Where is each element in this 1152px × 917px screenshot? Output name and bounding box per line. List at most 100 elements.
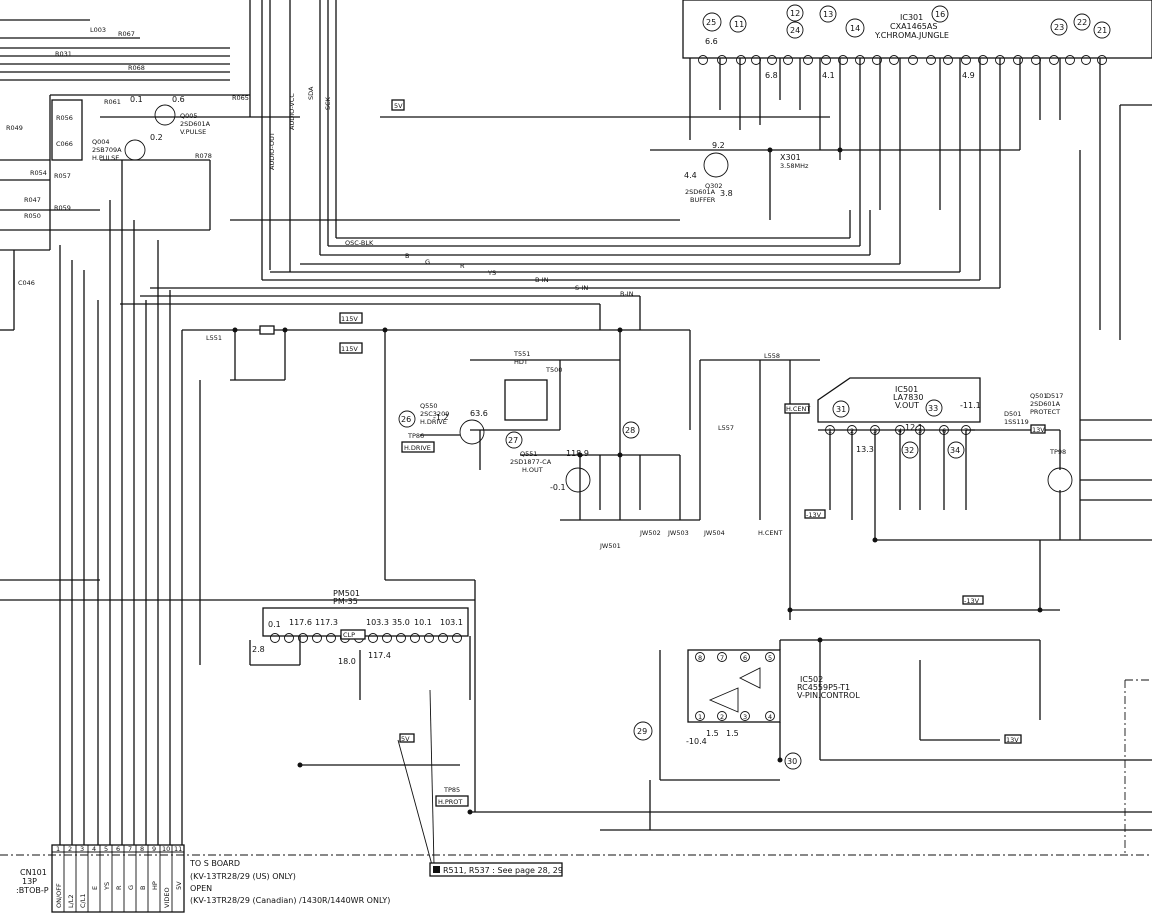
q005-part: 2SD601A: [180, 120, 211, 128]
audio-out-label: AUDIO-OUT: [268, 132, 276, 170]
svg-text:4.9: 4.9: [962, 71, 975, 80]
cn101-signal-5: YS: [103, 882, 111, 891]
q551-transistor: [565, 467, 591, 493]
marker-26: 26: [401, 415, 411, 424]
tp86-label: TP86: [407, 432, 424, 440]
xtal-label: X301: [780, 153, 801, 162]
cn101-pin-10: 10: [162, 845, 170, 853]
svg-text:18.0: 18.0: [338, 657, 356, 666]
l558-label: L558: [764, 352, 780, 360]
svg-text:R057: R057: [54, 172, 71, 180]
s-in-label: S-IN: [575, 284, 588, 292]
marker-13: 13: [823, 10, 833, 19]
svg-text:2.8: 2.8: [252, 645, 265, 654]
v115-tag-b: 115V: [341, 345, 358, 353]
ic502-func: V-PIN.CONTROL: [797, 691, 860, 700]
cn101-pin-4: 4: [92, 845, 96, 853]
svg-text:R050: R050: [24, 212, 41, 220]
pm501-v-7: 10.1: [414, 618, 432, 627]
svg-text:R067: R067: [118, 30, 135, 38]
svg-text:R056: R056: [56, 114, 73, 122]
ic301-name: IC301: [900, 13, 923, 22]
svg-text:0.2: 0.2: [150, 133, 163, 142]
h-drive-tag: H.DRIVE: [404, 444, 431, 452]
svg-text:3.8: 3.8: [720, 189, 733, 198]
ic501-pin-2: 2: [850, 427, 854, 435]
sda-label: SDA: [307, 86, 315, 100]
q302-transistor: [703, 152, 729, 178]
svg-text:R047: R047: [24, 196, 41, 204]
ic301-block: [380, 0, 1152, 220]
marker-34: 34: [950, 446, 960, 455]
svg-text:118.9: 118.9: [566, 449, 589, 458]
v5-tag-bottom: 5V: [401, 735, 410, 743]
marker-24: 24: [790, 26, 800, 35]
sck-label: SCK: [324, 96, 332, 110]
cn101-pin-1: 1: [56, 845, 60, 853]
ic502-pin-3: 3: [743, 713, 747, 721]
pm501-module: [199, 380, 471, 766]
q551-part: 2SD1877-CA: [510, 458, 552, 466]
board-note-2: (KV-13TR28/29 (US) ONLY): [190, 872, 296, 881]
cn101-name: CN101: [20, 868, 47, 877]
t551-func: HDT: [514, 358, 528, 366]
cn101-pin-2: 2: [68, 845, 72, 853]
svg-text:-10.4: -10.4: [686, 737, 707, 746]
svg-text:13.3: 13.3: [856, 445, 874, 454]
marker-33: 33: [928, 404, 938, 413]
marker-11: 11: [734, 20, 744, 29]
cn101-pin-3: 3: [80, 845, 84, 853]
xtal-freq: 3.58MHz: [780, 162, 809, 170]
tp98-label: TP98: [1049, 448, 1066, 456]
osc-blk-label: OSC-BLK: [345, 239, 374, 247]
v13-tag-a: 13V: [1032, 426, 1045, 434]
svg-text:R031: R031: [55, 50, 72, 58]
cn101-signal-1: ON/OFF: [55, 883, 63, 908]
pm501-name: PM501: [333, 589, 360, 598]
l551-label: L551: [206, 334, 222, 342]
svg-text:6.8: 6.8: [765, 71, 778, 80]
cn101-signal-4: E: [91, 886, 99, 890]
cn101-signal-8: B: [139, 886, 147, 890]
ic502-pin-1: 1: [698, 713, 702, 721]
cn101-pin-6: 6: [116, 845, 120, 853]
svg-text:-0.1: -0.1: [550, 483, 566, 492]
d517-label: D517: [1046, 392, 1063, 400]
ic502-pin-6: 6: [743, 654, 747, 662]
q004-func: H.PULSE: [92, 154, 119, 162]
cn101-signal-6: R: [115, 885, 123, 890]
q501-label: Q501: [1030, 392, 1048, 400]
svg-text:JW504: JW504: [703, 529, 725, 537]
svg-text:117.4: 117.4: [368, 651, 391, 660]
top-left-block: [0, 0, 300, 331]
pm501-clp: CLP: [343, 631, 355, 639]
marker-21: 21: [1097, 26, 1107, 35]
r-label: R: [460, 262, 465, 270]
v13-tag-c: -13V: [964, 597, 980, 605]
ic301-func: Y.CHROMA.JUNGLE: [874, 31, 949, 40]
svg-text:C066: C066: [56, 140, 73, 148]
marker-12: 12: [790, 9, 800, 18]
cn101-pin-8: 8: [140, 845, 144, 853]
pm501-v-5: 103.3: [366, 618, 389, 627]
ic501-pin-5: 5: [918, 427, 922, 435]
ic301-part: CXA1465AS: [890, 22, 937, 31]
marker-14: 14: [850, 24, 860, 33]
ic502-pin-8: 8: [698, 654, 702, 662]
ic502-part: RC4559P5-T1: [797, 683, 850, 692]
horizontal-output-section: [181, 329, 700, 812]
ic501-pin-7: 7: [964, 427, 968, 435]
q004-part: 2SB709A: [92, 146, 122, 154]
pm501-v-8: 103.1: [440, 618, 463, 627]
marker-16: 16: [935, 10, 945, 19]
b-in-label-2: B-IN: [620, 290, 634, 298]
q550-part: 2SC3209: [420, 410, 449, 418]
svg-text:R049: R049: [6, 124, 23, 132]
svg-text:-1.2: -1.2: [433, 413, 449, 422]
ic502-name: IC502: [800, 675, 823, 684]
cn101-pin-7: 7: [128, 845, 132, 853]
cn101-pin-5: 5: [104, 845, 108, 853]
d501-part: 1SS119: [1004, 418, 1029, 426]
v13-tag-d: 13V: [1006, 736, 1019, 744]
ic501-part: LA7830: [893, 393, 923, 402]
